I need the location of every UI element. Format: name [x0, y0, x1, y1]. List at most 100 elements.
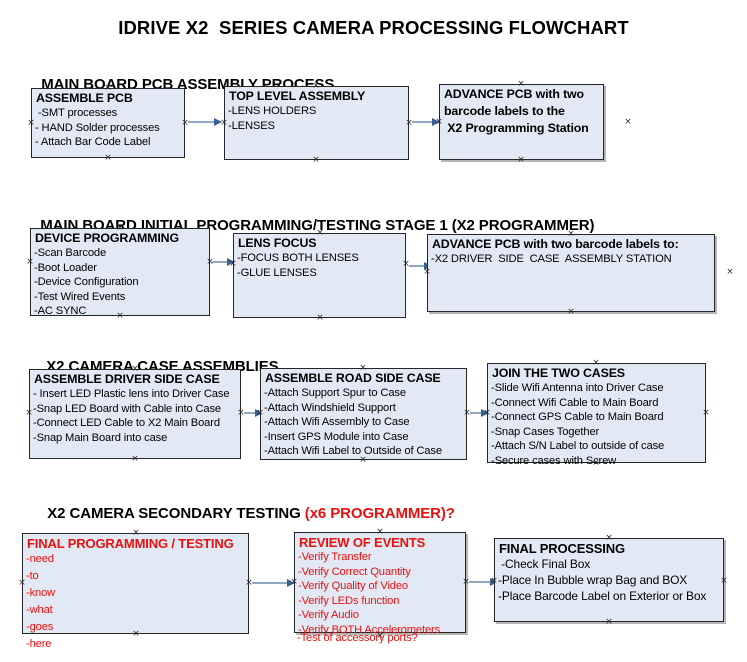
resize-handle-n[interactable]	[376, 528, 385, 537]
resize-handle-s[interactable]	[312, 156, 321, 165]
resize-handle-w[interactable]	[229, 260, 238, 269]
resize-handle-e[interactable]	[624, 118, 633, 127]
resize-handle-s[interactable]	[116, 312, 125, 321]
resize-handle-w[interactable]	[435, 118, 444, 127]
box-line: - Attach Bar Code Label	[35, 136, 151, 149]
resize-handle-n[interactable]	[104, 84, 113, 93]
resize-handle-w[interactable]	[27, 119, 36, 128]
box-title: ADVANCE PCB with two	[444, 87, 584, 101]
box-line: -Verify Correct Quantity	[298, 565, 411, 578]
resize-handle-s[interactable]	[567, 308, 576, 317]
box-line: -Connect Wifi Cable to Main Board	[491, 396, 659, 409]
box-line: X2 Programming Station	[444, 121, 589, 135]
box-line: -FOCUS BOTH LENSES	[237, 252, 359, 264]
resize-handle-s[interactable]	[132, 630, 141, 639]
resize-handle-n[interactable]	[359, 364, 368, 373]
box-title: ASSEMBLE DRIVER SIDE CASE	[34, 372, 220, 386]
box-line: -Boot Loader	[34, 261, 97, 274]
box-line: -Device Configuration	[34, 276, 139, 289]
resize-handle-w[interactable]	[290, 578, 299, 587]
process-box-join-the-two-cases[interactable]: JOIN THE TWO CASES -Slide Wifi Antenna i…	[487, 363, 706, 467]
box-line: -AC SYNC	[34, 305, 87, 318]
box-line: -what	[26, 604, 53, 616]
resize-handle-n[interactable]	[605, 534, 614, 543]
box-line: -Snap Cases Together	[491, 425, 600, 438]
resize-handle-s[interactable]	[605, 618, 614, 627]
resize-handle-n[interactable]	[116, 224, 125, 233]
process-box-assemble-driver-side-case[interactable]: ASSEMBLE DRIVER SIDE CASE - Insert LED P…	[29, 369, 241, 459]
resize-handle-n[interactable]	[517, 80, 526, 89]
box-line: -to	[26, 570, 39, 582]
process-box-assemble-pcb[interactable]: ASSEMBLE PCB -SMT processes - HAND Solde…	[31, 88, 185, 158]
resize-handle-n[interactable]	[316, 229, 325, 238]
resize-handle-w[interactable]	[483, 409, 492, 418]
process-box-advance-pcb-programming-station[interactable]: ADVANCE PCB with two barcode labels to t…	[439, 84, 604, 160]
box-line: -X2 DRIVER SIDE CASE ASSEMBLY STATION	[431, 253, 672, 265]
box-title: JOIN THE TWO CASES	[492, 366, 625, 380]
process-box-assemble-road-side-case[interactable]: ASSEMBLE ROAD SIDE CASE -Attach Support …	[260, 368, 467, 460]
resize-handle-s[interactable]	[359, 456, 368, 465]
box-line: -Connect LED Cable to X2 Main Board	[33, 417, 220, 430]
box-line: -Test Wired Events	[34, 290, 126, 303]
box-line: -goes	[26, 621, 54, 633]
resize-handle-n[interactable]	[312, 82, 321, 91]
resize-handle-e[interactable]	[720, 577, 729, 586]
resize-handle-s[interactable]	[316, 314, 325, 323]
resize-handle-w[interactable]	[25, 409, 34, 418]
resize-handle-w[interactable]	[26, 258, 35, 267]
resize-handle-w[interactable]	[423, 268, 432, 277]
box-line: -GLUE LENSES	[237, 266, 317, 279]
process-box-review-of-events[interactable]: REVIEW OF EVENTS -Verify Transfer -Verif…	[294, 532, 466, 636]
resize-handle-n[interactable]	[567, 230, 576, 239]
box-line: -know	[26, 587, 56, 599]
box-line: barcode labels to the	[444, 104, 565, 118]
resize-handle-s[interactable]	[104, 154, 113, 163]
resize-handle-w[interactable]	[220, 119, 229, 128]
resize-handle-s[interactable]	[592, 459, 601, 468]
box-line: -SMT processes	[35, 107, 118, 119]
box-title: ASSEMBLE ROAD SIDE CASE	[265, 371, 441, 385]
box-line: -LENSES	[228, 119, 275, 132]
box-line: -here	[26, 638, 52, 650]
box-title: TOP LEVEL ASSEMBLY	[229, 89, 366, 103]
section-heading-4-accent: (x6 PROGRAMMER)?	[304, 505, 455, 522]
box-title: REVIEW OF EVENTS	[299, 535, 426, 550]
resize-handle-e[interactable]	[181, 119, 190, 128]
process-box-advance-pcb-driver-side-case[interactable]: ADVANCE PCB with two barcode labels to: …	[427, 234, 715, 312]
resize-handle-w[interactable]	[256, 409, 265, 418]
connector-arrow	[252, 578, 295, 587]
resize-handle-n[interactable]	[131, 365, 140, 374]
process-box-lens-focus[interactable]: LENS FOCUS -FOCUS BOTH LENSES -GLUE LENS…	[233, 233, 406, 318]
box-line: -Attach Windshield Support	[264, 401, 396, 414]
process-box-final-programming-testing[interactable]: FINAL PROGRAMMING / TESTING -need -to -k…	[22, 533, 249, 650]
box-title: ASSEMBLE PCB	[36, 91, 133, 105]
page-title: IDRIVE X2 SERIES CAMERA PROCESSING FLOWC…	[118, 17, 629, 38]
box-line: -Snap Main Board into case	[33, 431, 168, 444]
box-title: LENS FOCUS	[238, 236, 317, 250]
process-box-top-level-assembly[interactable]: TOP LEVEL ASSEMBLY -LENS HOLDERS -LENSES	[224, 86, 409, 160]
resize-handle-w[interactable]	[18, 579, 27, 588]
box-line: -Attach Support Spur to Case	[264, 387, 406, 399]
resize-handle-e[interactable]	[702, 409, 711, 418]
resize-handle-e[interactable]	[726, 268, 735, 277]
box-line: -Verify LEDs function	[298, 594, 400, 607]
resize-handle-s[interactable]	[517, 156, 526, 165]
resize-handle-s[interactable]	[376, 632, 385, 641]
resize-handle-e[interactable]	[405, 119, 414, 128]
resize-handle-n[interactable]	[592, 359, 601, 368]
box-title: DEVICE PROGRAMMING	[35, 231, 179, 245]
resize-handle-s[interactable]	[131, 455, 140, 464]
box-line: -Attach S/N Label to outside of case	[491, 440, 665, 453]
process-box-final-processing[interactable]: FINAL PROCESSING -Check Final Box -Place…	[494, 538, 724, 622]
resize-handle-w[interactable]	[490, 577, 499, 586]
resize-handle-e[interactable]	[402, 260, 411, 269]
box-line: - HAND Solder processes	[35, 121, 160, 134]
box-line: -Place In Bubble wrap Bag and BOX	[498, 573, 688, 587]
process-box-device-programming[interactable]: DEVICE PROGRAMMING -Scan Barcode -Boot L…	[30, 228, 210, 318]
box-title: FINAL PROCESSING	[499, 541, 625, 556]
box-line: -Snap LED Board with Cable into Case	[33, 402, 221, 415]
resize-handle-n[interactable]	[132, 529, 141, 538]
box-line: -Attach Wifi Assembly to Case	[264, 416, 410, 429]
box-line: -Verify Transfer	[298, 551, 372, 563]
box-line: -Place Barcode Label on Exterior or Box	[498, 589, 707, 603]
